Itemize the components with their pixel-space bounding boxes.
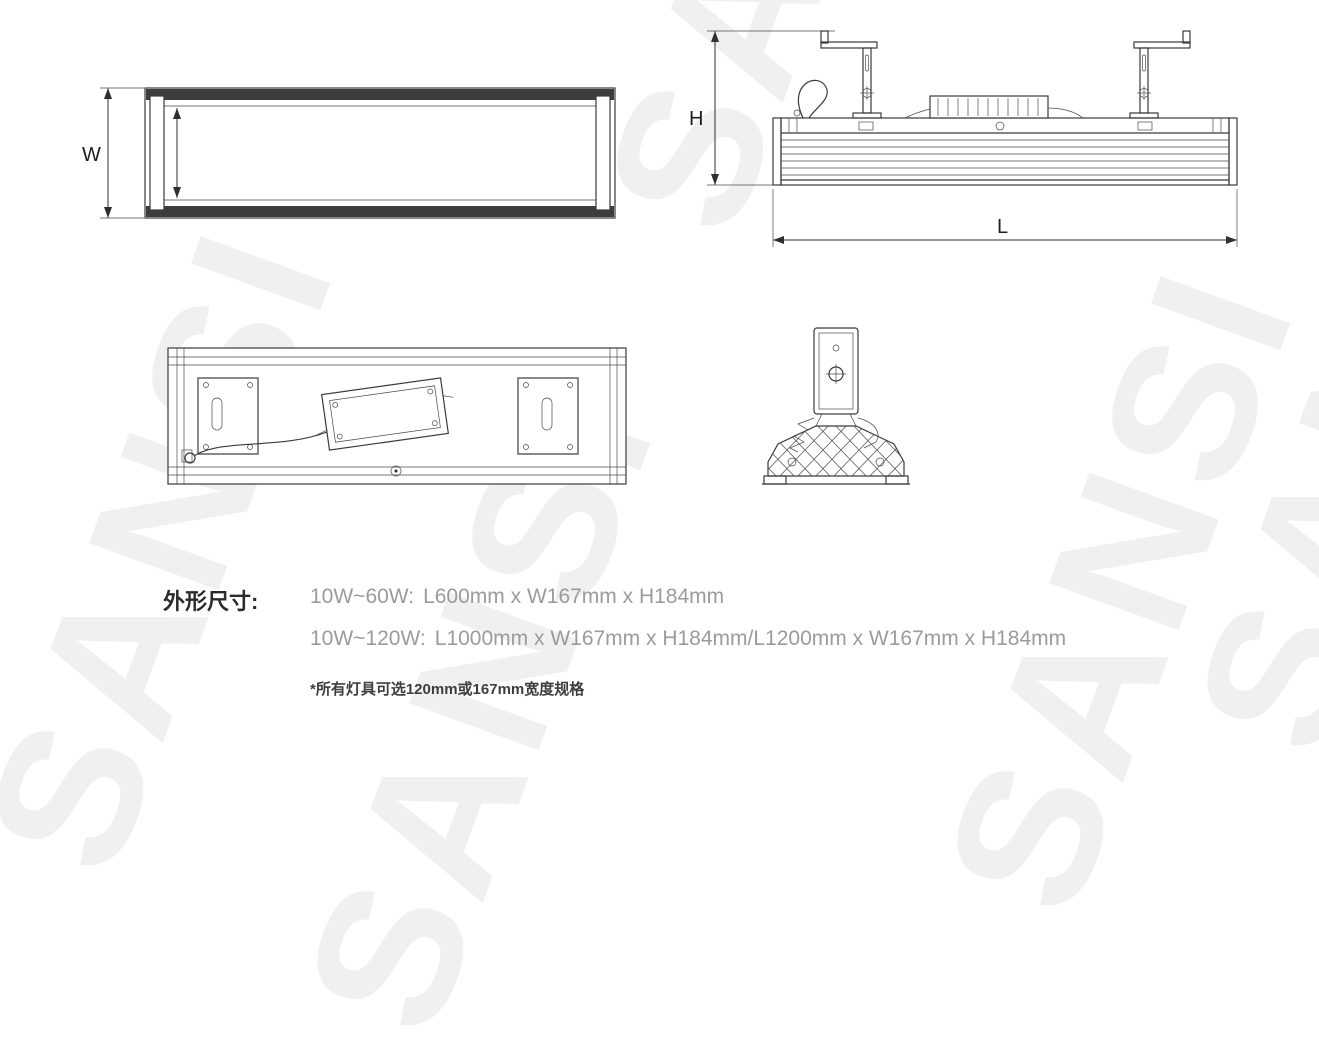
spec-line-low-power: 10W~60W: L600mm x W167mm x H184mm	[310, 585, 724, 609]
fixture-plan-body	[144, 87, 616, 219]
back-view-drawing	[167, 347, 627, 485]
watermark-brand: SANSI	[902, 239, 1319, 938]
mounting-bracket-right	[1129, 30, 1191, 131]
wing-right	[857, 417, 879, 449]
spec-dims: L600mm x W167mm x H184mm	[423, 585, 725, 608]
mounting-slot	[211, 397, 223, 431]
spec-range: 10W~120W:	[310, 627, 426, 650]
heatsink-body	[762, 425, 910, 485]
length-dimension: L	[772, 189, 1238, 247]
bottom-rail	[146, 206, 614, 217]
cable-gland	[181, 449, 196, 464]
screw-hole-center	[394, 469, 398, 473]
fixture-side-body	[772, 117, 1238, 186]
mounting-bracket-left	[820, 30, 882, 131]
power-cable	[793, 79, 828, 119]
side-view-drawing: H	[689, 30, 1238, 247]
clamp-right	[875, 457, 885, 467]
watermark-brand: SANSI	[0, 199, 379, 898]
inner-width-dimension	[173, 108, 181, 198]
heatsink-mesh	[768, 426, 904, 476]
driver-box	[904, 95, 1084, 119]
screw-hole	[995, 121, 1005, 131]
right-end-cap	[1228, 117, 1238, 186]
power-cable	[193, 431, 328, 457]
spec-range: 10W~60W:	[310, 585, 415, 608]
length-label: L	[997, 216, 1008, 238]
right-end-cap	[595, 95, 611, 211]
left-end-cap	[149, 95, 165, 211]
dimensions-heading: 外形尺寸:	[163, 589, 259, 614]
height-dimension: H	[689, 30, 835, 186]
spec-footnote: *所有灯具可选120mm或167mm宽度规格	[310, 681, 585, 698]
height-label: H	[689, 108, 703, 130]
top-view-drawing: W	[82, 87, 616, 219]
driver-box	[317, 377, 454, 451]
spec-dims: L1000mm x W167mm x H184mm/L1200mm x W167…	[434, 627, 1067, 650]
foot-right	[885, 475, 909, 485]
end-view-drawing	[762, 327, 910, 485]
top-rail	[146, 89, 614, 100]
width-dimension: W	[82, 87, 144, 219]
mounting-slot	[541, 397, 553, 431]
clamp-left	[787, 457, 797, 467]
width-label: W	[82, 144, 101, 166]
left-end-cap	[772, 117, 782, 186]
heatsink-fins	[781, 139, 1229, 181]
screw-hole	[390, 465, 402, 477]
foot-left	[763, 475, 787, 485]
mounting-plate-right	[517, 377, 579, 455]
mounting-plate-left	[197, 377, 259, 455]
end-bracket	[813, 327, 859, 427]
spec-line-high-power: 10W~120W: L1000mm x W167mm x H184mm/L1200…	[310, 627, 1066, 651]
